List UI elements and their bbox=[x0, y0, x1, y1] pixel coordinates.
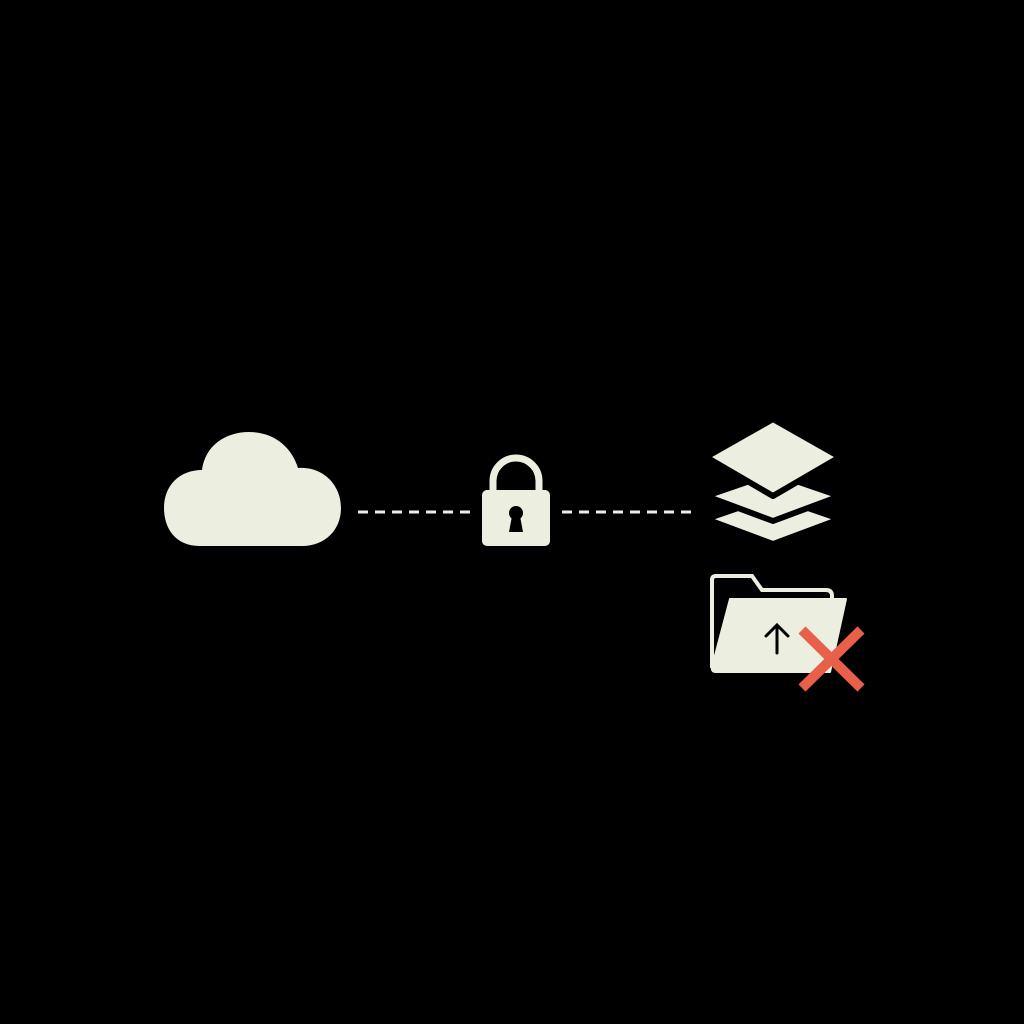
layers-icon bbox=[703, 416, 843, 547]
arrow-up-icon bbox=[764, 622, 790, 655]
folder-upload-icon bbox=[710, 574, 847, 673]
lock-icon bbox=[482, 454, 550, 546]
x-mark-icon bbox=[798, 626, 865, 692]
cloud-icon bbox=[164, 432, 341, 546]
